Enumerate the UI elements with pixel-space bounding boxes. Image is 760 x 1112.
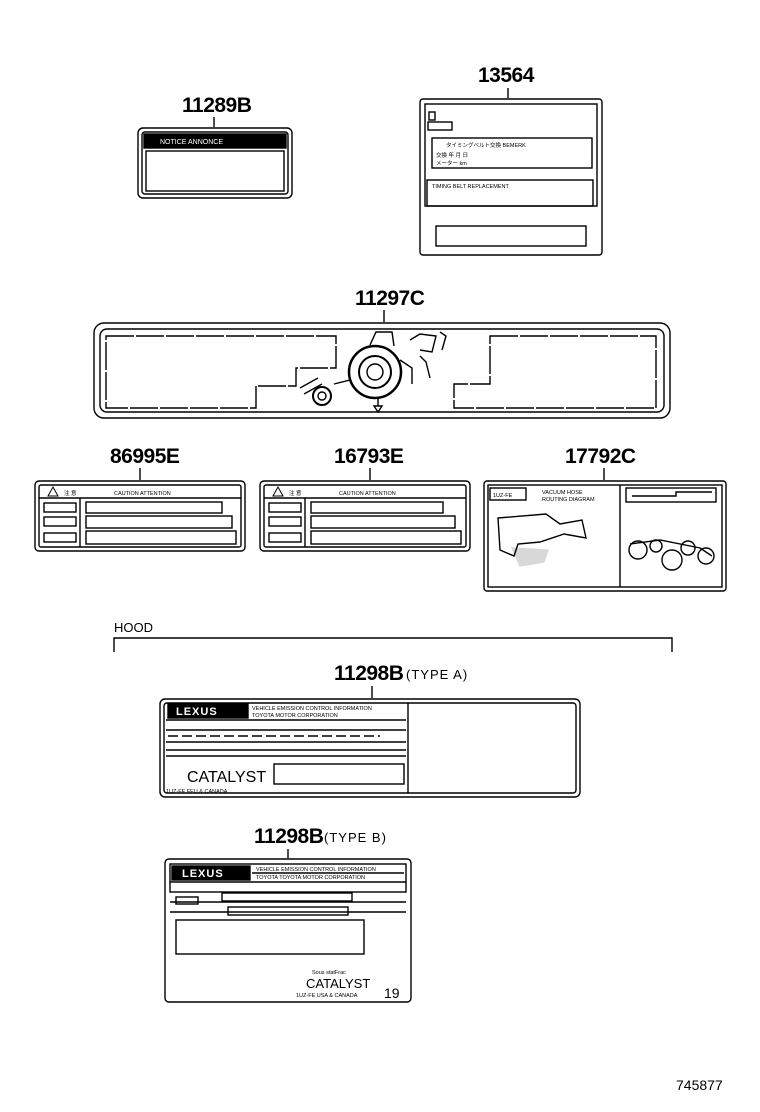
label-11298b-type-a: 11298B (TYPE A) LEXUS VEHICLE EMISSION C… <box>159 662 581 798</box>
part-number-16793e: 16793E <box>334 445 404 468</box>
line2-13564: 交換 年 月 日 <box>436 151 468 159</box>
hood-bracket: HOOD <box>113 620 673 652</box>
label-13564: 13564 タイミングベルト交換 BEMERK 交換 年 月 日 メーター km… <box>419 64 603 256</box>
footer-b: 1UZ-FE USA & CANADA <box>296 993 358 999</box>
header-16793e: CAUTION ATTENTION <box>339 491 396 497</box>
jp-16793e: 注 意 <box>289 489 302 497</box>
jp-86995e: 注 意 <box>64 489 77 497</box>
part-number-86995e: 86995E <box>110 445 180 468</box>
part-number-11298b-b: 11298B <box>254 825 324 848</box>
part-number-11289b: 11289B <box>182 94 252 117</box>
part-number-13564: 13564 <box>478 64 535 87</box>
catalyst-a: CATALYST <box>187 769 266 786</box>
pre-b: Sous statFrac <box>312 970 346 976</box>
title2-17792c: ROUTING DIAGRAM <box>542 497 595 503</box>
label-86995e: 86995E 注 意 CAUTION ATTENTION <box>34 445 246 552</box>
type-label-b: (TYPE B) <box>324 830 387 845</box>
line3-13564: メーター km <box>436 159 467 167</box>
label-17792c: 17792C 1UZ-FE VACUUM HOSE ROUTING DIAGRA… <box>483 445 727 592</box>
hood-label: HOOD <box>114 620 153 635</box>
label-11297c: 11297C <box>93 287 671 419</box>
engine-17792c: 1UZ-FE <box>493 493 513 499</box>
reference-number: 745877 <box>676 1077 723 1093</box>
title2-b: TOYOTA TOYOTA MOTOR CORPORATION <box>256 875 365 881</box>
band-text-11289b: NOTICE ANNONCE <box>160 139 223 146</box>
header-86995e: CAUTION ATTENTION <box>114 491 171 497</box>
logo-a: LEXUS <box>176 706 218 718</box>
catalyst-b: CATALYST <box>306 976 370 991</box>
label-16793e: 16793E 注 意 CAUTION ATTENTION <box>259 445 471 552</box>
title2-a: TOYOTA MOTOR CORPORATION <box>252 713 338 719</box>
part-number-11297c: 11297C <box>355 287 425 310</box>
title1-b: VEHICLE EMISSION CONTROL INFORMATION <box>256 867 376 873</box>
label-11298b-type-b: 11298B (TYPE B) LEXUS VEHICLE EMISSION C… <box>164 825 412 1003</box>
type-label-a: (TYPE A) <box>406 667 468 682</box>
num-b: 19 <box>384 985 400 1001</box>
logo-b: LEXUS <box>182 868 224 880</box>
title1-a: VEHICLE EMISSION CONTROL INFORMATION <box>252 706 372 712</box>
title1-17792c: VACUUM HOSE <box>542 490 583 496</box>
line1-13564: タイミングベルト交換 BEMERK <box>446 141 526 149</box>
footer-a: 1UZ-FE FEU & CANADA <box>166 789 228 795</box>
part-number-11298b-a: 11298B <box>334 662 404 685</box>
line4-13564: TIMING BELT REPLACEMENT <box>432 184 509 190</box>
part-number-17792c: 17792C <box>565 445 636 468</box>
label-11289b: 11289B NOTICE ANNONCE <box>137 94 293 199</box>
